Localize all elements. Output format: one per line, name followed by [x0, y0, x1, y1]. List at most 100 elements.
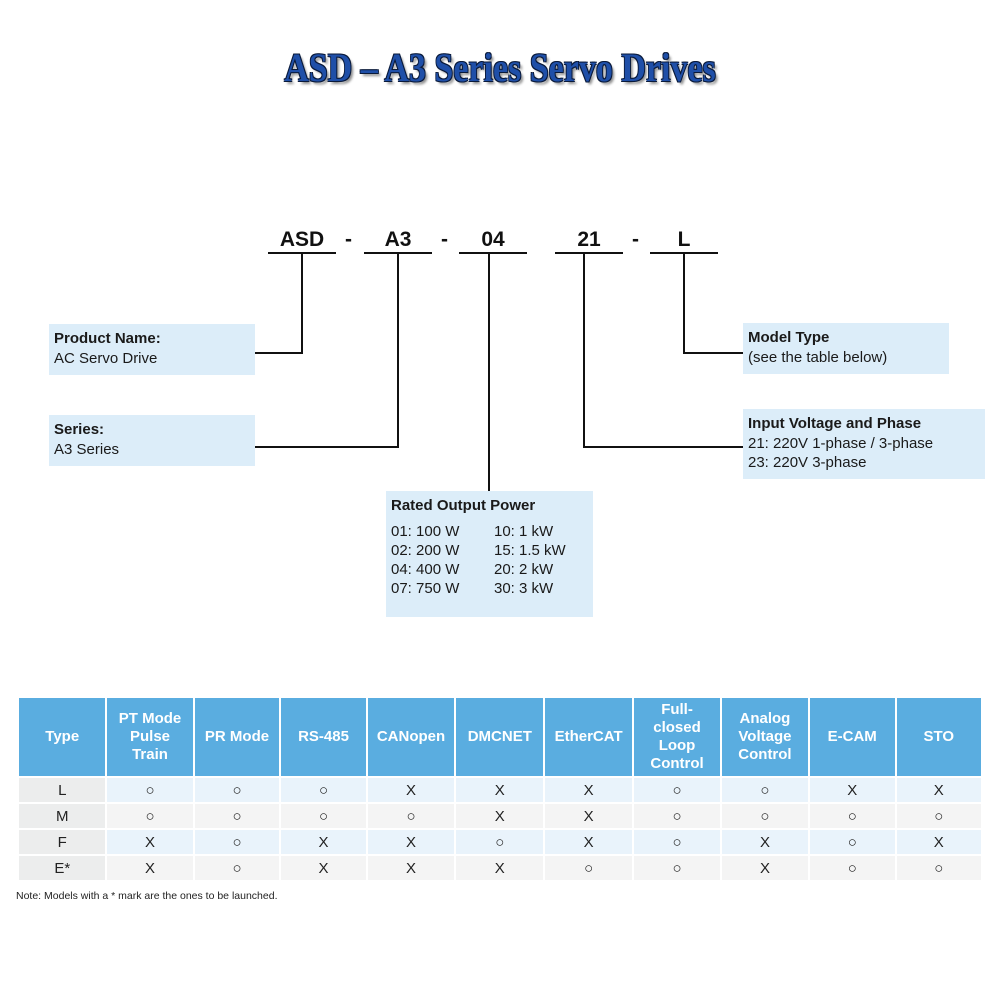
feature-cell: ○	[281, 778, 366, 802]
feature-cell: X	[545, 830, 633, 854]
feature-cell: X	[281, 856, 366, 880]
column-header: PT Mode Pulse Train	[107, 698, 193, 776]
input-voltage-box: Input Voltage and Phase 21: 220V 1-phase…	[743, 409, 985, 479]
feature-cell: ○	[456, 830, 544, 854]
feature-cell: ○	[194, 804, 280, 828]
feature-cell: X	[721, 830, 808, 854]
feature-cell: X	[456, 778, 544, 802]
column-header: PR Mode	[194, 698, 280, 776]
column-header: Full- closed Loop Control	[634, 698, 720, 776]
feature-cell: ○	[107, 778, 193, 802]
feature-cell: X	[896, 830, 981, 854]
feature-cell: X	[107, 856, 193, 880]
code-segment-series: A3	[384, 228, 412, 251]
feature-cell: ○	[809, 804, 895, 828]
power-item: 01: 100 W	[391, 523, 460, 540]
input-voltage-heading: Input Voltage and Phase	[748, 415, 922, 432]
feature-cell: ○	[194, 856, 280, 880]
type-cell: M	[19, 804, 106, 828]
connector-line	[488, 253, 490, 491]
connector-line	[583, 253, 585, 448]
series-value: A3 Series	[54, 441, 120, 458]
power-item: 15: 1.5 kW	[494, 542, 566, 559]
feature-cell: X	[721, 856, 808, 880]
model-type-heading: Model Type	[748, 329, 830, 346]
feature-cell: X	[896, 778, 981, 802]
power-item: 02: 200 W	[391, 542, 460, 559]
connector-line	[583, 446, 743, 448]
input-voltage-line: 23: 220V 3-phase	[748, 454, 867, 471]
connector-line	[255, 352, 303, 354]
model-type-value: (see the table below)	[748, 349, 888, 366]
page-title: ASD – A3 Series Servo Drives	[284, 45, 716, 90]
feature-cell: ○	[896, 804, 981, 828]
feature-cell: ○	[721, 804, 808, 828]
code-dash: -	[632, 228, 639, 251]
model-type-box: Model Type (see the table below)	[743, 323, 949, 374]
feature-cell: X	[545, 804, 633, 828]
feature-cell: X	[456, 804, 544, 828]
column-header: STO	[896, 698, 981, 776]
series-heading: Series:	[54, 421, 105, 438]
code-dash: -	[345, 228, 352, 251]
feature-cell: ○	[281, 804, 366, 828]
power-item: 20: 2 kW	[494, 561, 554, 578]
feature-cell: X	[456, 856, 544, 880]
rated-output-power-list: 01: 100 W 10: 1 kW 02: 200 W 15: 1.5 kW …	[391, 522, 588, 598]
feature-cell: ○	[367, 804, 455, 828]
feature-cell: X	[545, 778, 633, 802]
power-item: 04: 400 W	[391, 561, 460, 578]
code-segment-power: 04	[481, 228, 505, 251]
feature-cell: X	[367, 778, 455, 802]
type-cell: L	[19, 778, 106, 802]
feature-cell: X	[281, 830, 366, 854]
connector-line	[683, 352, 743, 354]
product-name-heading: Product Name:	[54, 330, 161, 347]
product-name-box: Product Name: AC Servo Drive	[49, 324, 255, 375]
feature-cell: ○	[634, 778, 720, 802]
column-header: Analog Voltage Control	[721, 698, 808, 776]
feature-cell: ○	[194, 778, 280, 802]
connector-line	[301, 253, 303, 354]
rated-output-power-box: Rated Output Power 01: 100 W 10: 1 kW 02…	[386, 491, 593, 617]
connector-line	[683, 253, 685, 354]
code-segment-model-type: L	[677, 228, 691, 251]
code-segment-asd: ASD	[279, 228, 325, 251]
series-box: Series: A3 Series	[49, 415, 255, 466]
column-header: CANopen	[367, 698, 455, 776]
rated-output-power-heading: Rated Output Power	[391, 497, 536, 514]
feature-cell: ○	[809, 856, 895, 880]
code-underline	[555, 252, 623, 254]
column-header: EtherCAT	[545, 698, 633, 776]
feature-cell: ○	[107, 804, 193, 828]
column-header: RS-485	[281, 698, 366, 776]
power-item: 07: 750 W	[391, 580, 460, 597]
power-item: 10: 1 kW	[494, 523, 554, 540]
connector-line	[397, 253, 399, 448]
feature-cell: X	[367, 856, 455, 880]
footnote: Note: Models with a * mark are the ones …	[16, 890, 278, 902]
feature-cell: ○	[634, 830, 720, 854]
feature-cell: ○	[721, 778, 808, 802]
code-dash: -	[441, 228, 448, 251]
power-item: 30: 3 kW	[494, 580, 554, 597]
feature-cell: X	[107, 830, 193, 854]
feature-cell: X	[809, 778, 895, 802]
type-cell: E*	[19, 856, 106, 880]
column-header: E-CAM	[809, 698, 895, 776]
feature-cell: ○	[809, 830, 895, 854]
feature-cell: ○	[634, 856, 720, 880]
type-cell: F	[19, 830, 106, 854]
feature-cell: ○	[896, 856, 981, 880]
product-name-value: AC Servo Drive	[54, 350, 158, 367]
column-header: Type	[19, 698, 106, 776]
feature-cell: X	[367, 830, 455, 854]
feature-cell: ○	[194, 830, 280, 854]
